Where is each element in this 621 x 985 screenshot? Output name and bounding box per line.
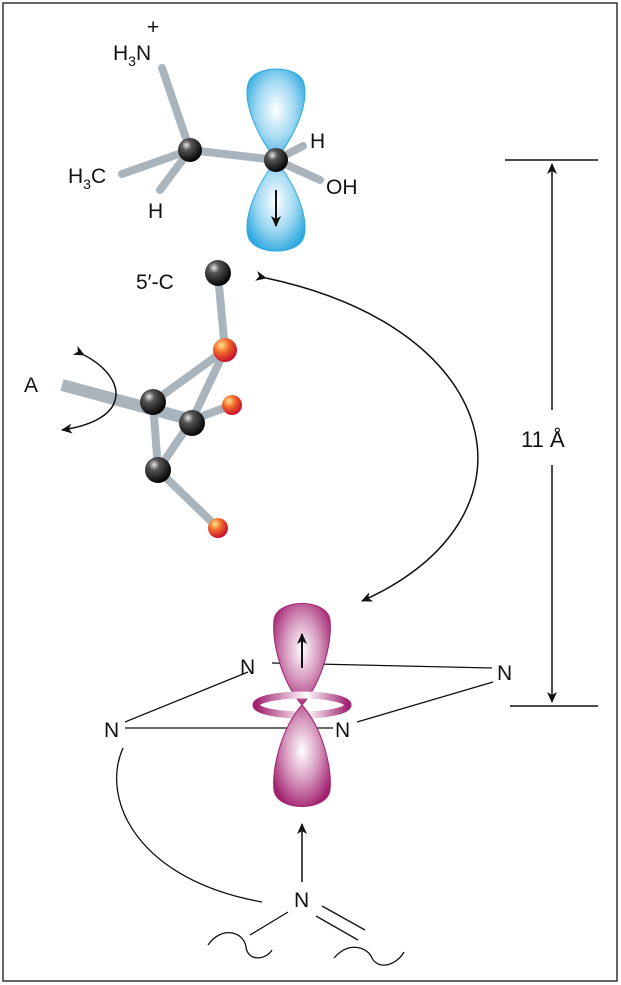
- bond: [118, 146, 194, 178]
- squiggle-right: [333, 946, 405, 966]
- hydrogen-label-left: H: [148, 200, 163, 223]
- bond: [186, 146, 280, 164]
- nitrogen-label: N: [104, 719, 119, 742]
- coordination-bond: [356, 681, 494, 723]
- carbon-3prime-atom: [145, 457, 171, 483]
- nitrogen-label: N: [294, 889, 309, 912]
- squiggle-left: [207, 932, 273, 959]
- carbon-2prime-atom: [179, 410, 205, 436]
- oxygen-atom: [208, 518, 228, 538]
- double-bond: [315, 915, 359, 941]
- bond: [214, 271, 229, 354]
- bond: [149, 346, 229, 406]
- h3n-label: H3N: [113, 42, 151, 69]
- p-orbital-upper-lobe: [246, 68, 306, 161]
- bond: [154, 466, 222, 532]
- hydroxyl-label: OH: [326, 176, 358, 199]
- d-orbital-lower-lobe: [273, 704, 331, 807]
- nitrogen-label: N: [240, 656, 255, 679]
- oxygen-atom: [222, 395, 242, 415]
- h3c-label: H3C: [68, 165, 106, 192]
- bond: [188, 346, 229, 424]
- electron-transfer-arrow: [255, 271, 479, 602]
- five-prime-carbon-label: 5′-C: [136, 271, 174, 294]
- distance-scale: 11 Å: [505, 159, 598, 707]
- carbon-atom: [178, 138, 202, 162]
- nitrogen-label: N: [335, 719, 350, 742]
- ribose-fragment: 5′-C A: [24, 260, 242, 538]
- cobalamin-center: N N N N N: [104, 603, 512, 966]
- nitrogen-label: N: [497, 662, 512, 685]
- hydrogen-label-right: H: [310, 130, 325, 153]
- amino-fragment: H3N + H3C H H OH: [68, 16, 358, 252]
- bond: [158, 64, 194, 154]
- positive-charge: +: [147, 16, 159, 39]
- carbon-5prime-atom: [205, 260, 231, 286]
- carbon-1prime-atom: [140, 389, 166, 415]
- rotation-arrow: [61, 345, 117, 434]
- ring-oxygen-atom: [213, 338, 237, 362]
- distance-label: 11 Å: [521, 427, 565, 452]
- carbon-radical-atom: [264, 148, 288, 172]
- ring-connector: [116, 747, 263, 903]
- double-bond: [321, 905, 366, 931]
- adenine-label: A: [24, 374, 38, 397]
- bond: [249, 911, 289, 936]
- coordination-bond: [124, 671, 249, 723]
